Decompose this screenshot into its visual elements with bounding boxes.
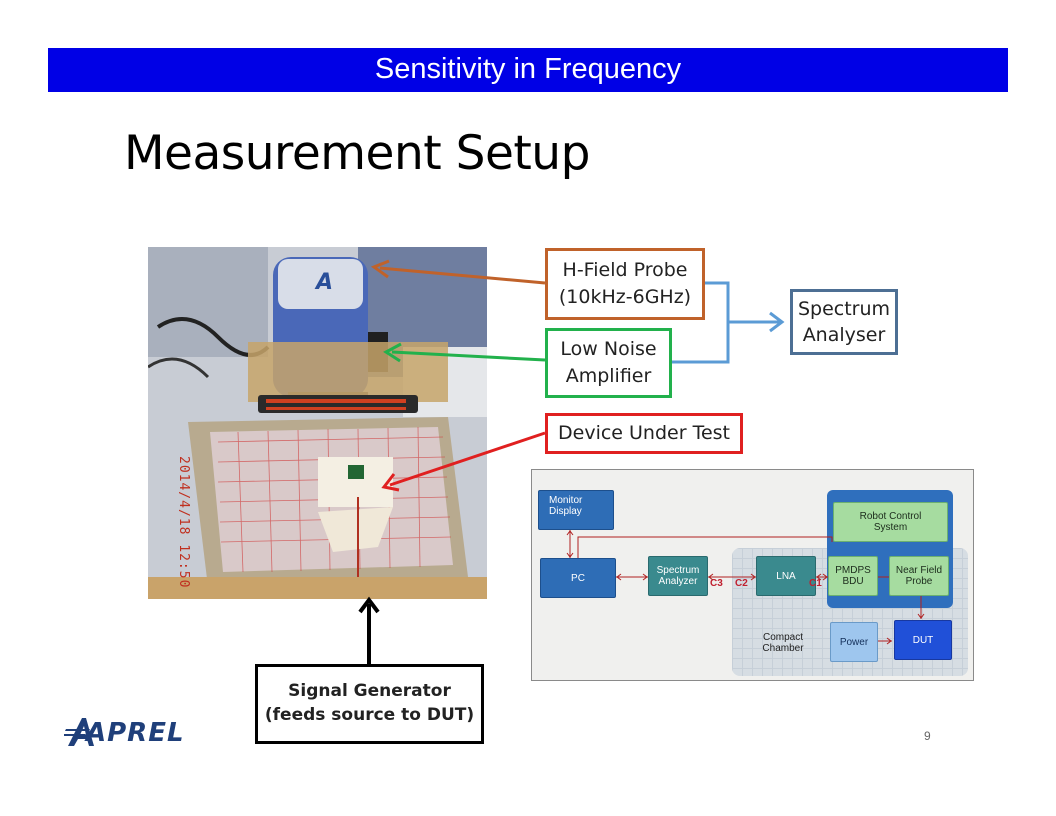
bracket-connector [672,281,785,364]
lna-label-line2: Amplifier [565,365,652,387]
lna-block: LNA [756,556,816,596]
lna-arrow [383,342,546,363]
probe-label-line2: (10kHz-6GHz) [558,286,692,308]
nfp-line1: Near Field [895,565,943,576]
sa-block-line2: Analyzer [658,576,698,587]
chamber-line1: Compact [762,632,803,643]
spectrum-analyser-label: Spectrum Analyser [790,289,898,355]
page-number: 9 [924,729,931,743]
cable-c2-label: C2 [735,578,748,589]
pc-block: PC [540,558,616,598]
dut-arrow [381,431,546,492]
dut-label: Device Under Test [545,413,743,454]
signal-generator-arrow [358,596,380,664]
sa-label-line1: Spectrum [797,298,891,320]
photo-date-stamp: 2014/4/18 12:50 [176,456,191,589]
setup-photo: A [148,247,487,599]
chamber-line2: Chamber [762,643,804,654]
cable-c3-label: C3 [710,578,723,589]
probe-label: H-Field Probe (10kHz-6GHz) [545,248,705,320]
compact-chamber-label: Compact Chamber [758,632,808,654]
aprel-logo-mark [64,718,94,746]
section-banner: Sensitivity in Frequency [48,48,1008,92]
probe-arrow [370,259,546,285]
pmdps-line2: BDU [842,576,864,587]
sa-label-line2: Analyser [802,324,886,346]
cable-c1-label: C1 [809,578,822,589]
signal-generator-label: Signal Generator (feeds source to DUT) [255,664,484,744]
sa-block-line1: Spectrum [656,565,700,576]
sig-label-line2: (feeds source to DUT) [264,705,475,725]
robot-line1: Robot Control [859,511,922,522]
dut-block: DUT [894,620,952,660]
power-block: Power [830,622,878,662]
slide-title: Measurement Setup [124,126,590,181]
nfp-line2: Probe [905,576,933,587]
setup-photo-drawing: A [148,247,487,599]
svg-text:A: A [314,270,333,295]
aprel-logo: APREL [86,718,185,748]
monitor-line1: Monitor [549,495,583,506]
monitor-line2: Display [549,506,582,517]
lna-label: Low Noise Amplifier [545,328,672,398]
probe-label-line1: H-Field Probe [562,259,688,281]
lna-label-line1: Low Noise [560,338,657,360]
pmdps-line1: PMDPS [835,565,871,576]
robot-line2: System [873,522,908,533]
sig-label-line1: Signal Generator [288,681,451,701]
block-diagram-links [566,530,925,645]
